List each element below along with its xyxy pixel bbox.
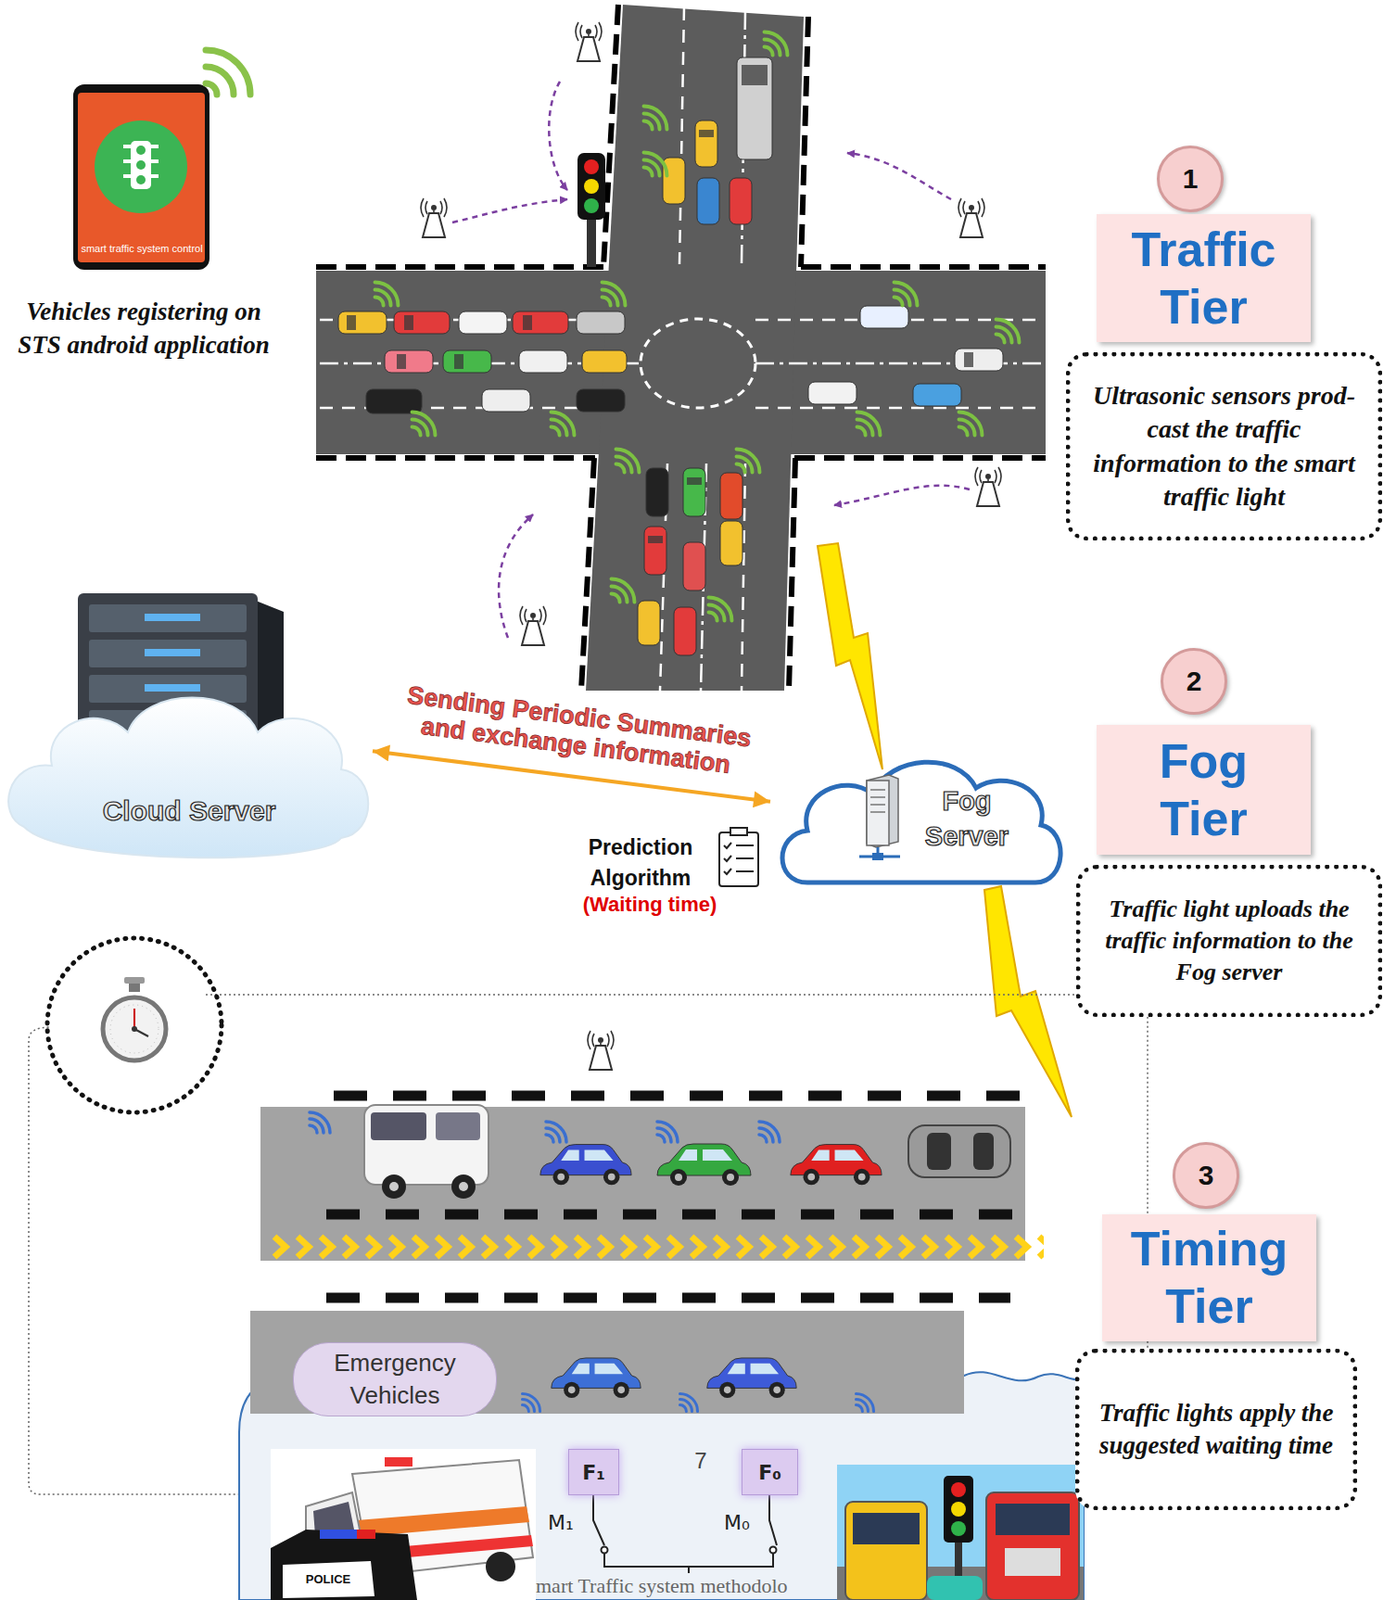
phone-icon — [73, 50, 251, 270]
node-text: Cloud Server — [5, 792, 373, 829]
algorithm-note: (Waiting time) — [561, 891, 738, 918]
tier-title-box: Traffic Tier — [1096, 214, 1311, 343]
node-text: Fog Tier — [1120, 732, 1288, 849]
caption-text: Vehicles registering on STS android appl… — [11, 294, 277, 362]
connector-label: Sending Periodic Summaries and exchange … — [389, 679, 765, 784]
node-text: 2 — [1186, 665, 1203, 698]
signal-label: M₀ — [713, 1510, 761, 1535]
node-text: 1 — [1182, 163, 1199, 195]
function-box: F₁ — [568, 1448, 620, 1496]
tier-title-box: Fog Tier — [1096, 724, 1311, 855]
checklist-icon — [719, 827, 759, 887]
algorithm-label: Prediction Algorithm — [579, 832, 702, 894]
lightning-bolt — [984, 886, 1072, 1117]
node-text: Traffic light uploads the traffic inform… — [1095, 893, 1363, 988]
note-box: Traffic lights apply the suggested waiti… — [1075, 1348, 1358, 1511]
note-box: Traffic light uploads the traffic inform… — [1076, 864, 1383, 1017]
function-box: F₀ — [741, 1448, 799, 1496]
callout-number: 1 — [1156, 145, 1224, 213]
value-label: 7 — [685, 1447, 716, 1474]
cloud-shape — [5, 583, 373, 872]
fog-server: Fog Server — [770, 741, 1067, 900]
node-text: Ultrasonic sensors prod-cast the traffic… — [1085, 379, 1363, 515]
emergency-pill: Emergency Vehicles — [292, 1342, 497, 1417]
callout-number: 2 — [1160, 647, 1228, 715]
note-box: Ultrasonic sensors prod-cast the traffic… — [1066, 352, 1383, 541]
switch-wires — [593, 1495, 777, 1574]
screen-text: smart traffic system control — [79, 242, 204, 254]
node-text: Traffic lights apply the suggested waiti… — [1094, 1396, 1338, 1462]
intersection — [316, 4, 1046, 691]
lightning-bolt — [817, 543, 883, 770]
cloud-server: Cloud Server — [5, 583, 373, 872]
road-scene — [250, 1310, 965, 1414]
node-text: Traffic Tier — [1120, 220, 1288, 337]
callout-number: 3 — [1172, 1142, 1240, 1209]
node-text: F₀ — [758, 1460, 782, 1485]
node-text: Emergency Vehicles — [306, 1346, 483, 1412]
emergency-vehicles-picture — [270, 1448, 536, 1600]
node-text: 3 — [1198, 1159, 1215, 1192]
traffic-picture — [837, 1464, 1084, 1600]
tier-title-box: Timing Tier — [1102, 1214, 1317, 1342]
road-scene — [260, 1030, 1044, 1298]
vehicle-text: POLICE — [289, 1572, 368, 1587]
node-text: Timing Tier — [1126, 1219, 1294, 1336]
node-text: F₁ — [582, 1460, 606, 1485]
cloud-shape — [770, 741, 1067, 900]
figure-caption: mart Traffic system methodolo — [535, 1574, 851, 1598]
node-text: Fog Server — [909, 784, 1025, 854]
stopwatch-icon — [47, 938, 222, 1113]
signal-label: M₁ — [537, 1510, 584, 1535]
